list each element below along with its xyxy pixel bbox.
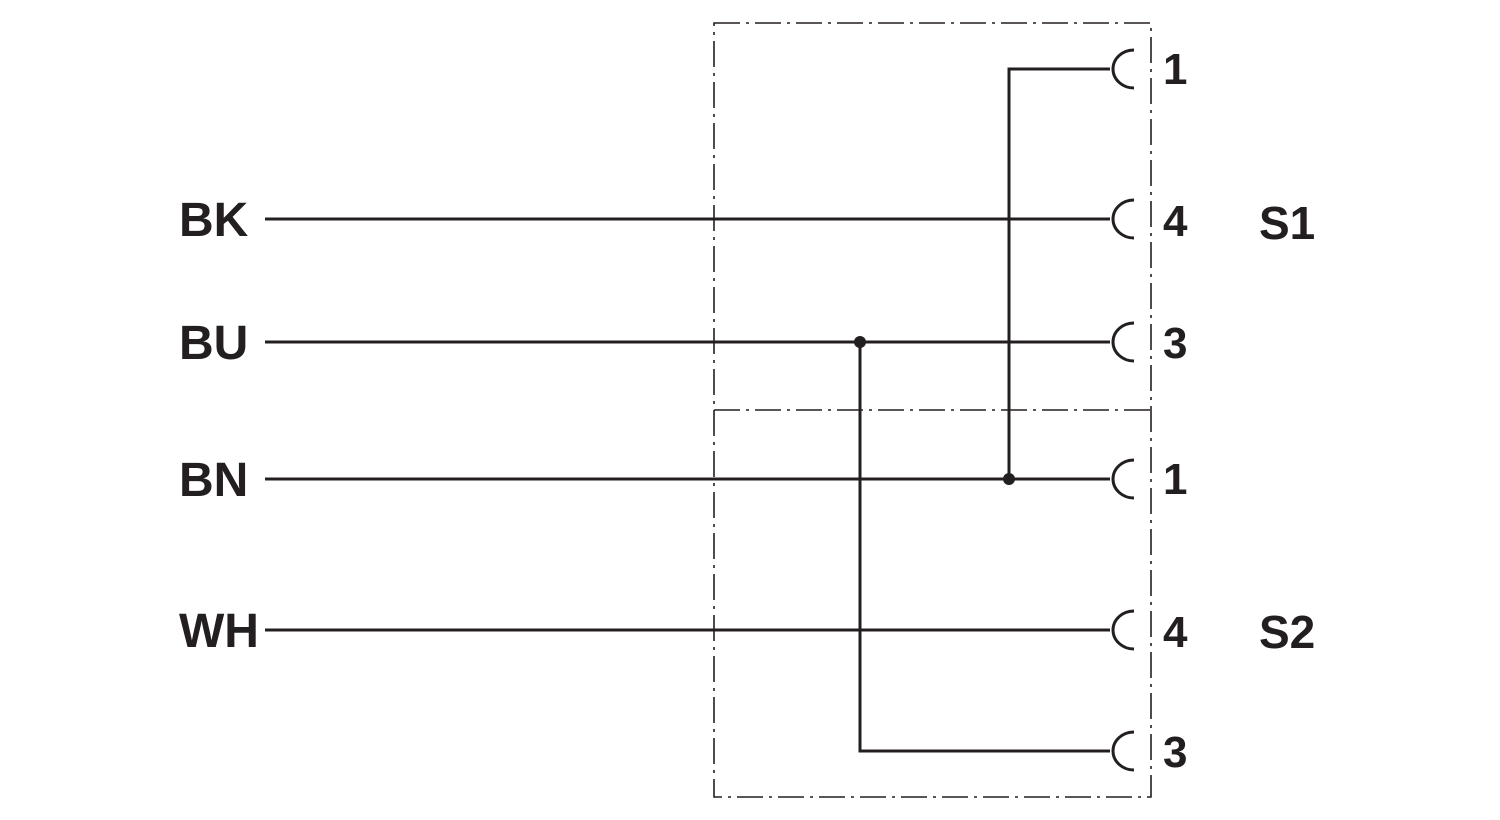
socket-s1-pin3 — [1111, 321, 1135, 363]
bridge-bu-to-s2-pin3 — [858, 342, 1110, 753]
socket-s2-pin4 — [1111, 609, 1135, 651]
wire-label-wh: WH — [179, 605, 259, 658]
junction-dot-bu — [854, 336, 866, 348]
pin-label-s2-3: 3 — [1163, 728, 1187, 777]
pin-label-s2-4: 4 — [1163, 608, 1188, 657]
bridge-bn-to-s1-pin1 — [1007, 67, 1110, 479]
pin-label-s1-4: 4 — [1163, 197, 1188, 246]
socket-s1-pin1 — [1111, 48, 1135, 90]
connector-label-s1: S1 — [1259, 197, 1315, 249]
connector-label-s2: S2 — [1259, 606, 1315, 658]
wire-label-bn: BN — [179, 454, 248, 507]
pin-label-s2-1: 1 — [1163, 455, 1187, 504]
pin-label-s1-1: 1 — [1163, 45, 1187, 94]
socket-s1-pin4 — [1111, 198, 1135, 240]
pin-label-s1-3: 3 — [1163, 319, 1187, 368]
sockets — [1111, 48, 1135, 772]
socket-s2-pin1 — [1111, 458, 1135, 500]
wire-label-bu: BU — [179, 317, 248, 370]
connector-housing — [713, 22, 1152, 798]
wire-label-bk: BK — [179, 194, 249, 247]
socket-s2-pin3 — [1111, 730, 1135, 772]
junction-dot-bn — [1003, 473, 1015, 485]
wires — [265, 67, 1110, 753]
